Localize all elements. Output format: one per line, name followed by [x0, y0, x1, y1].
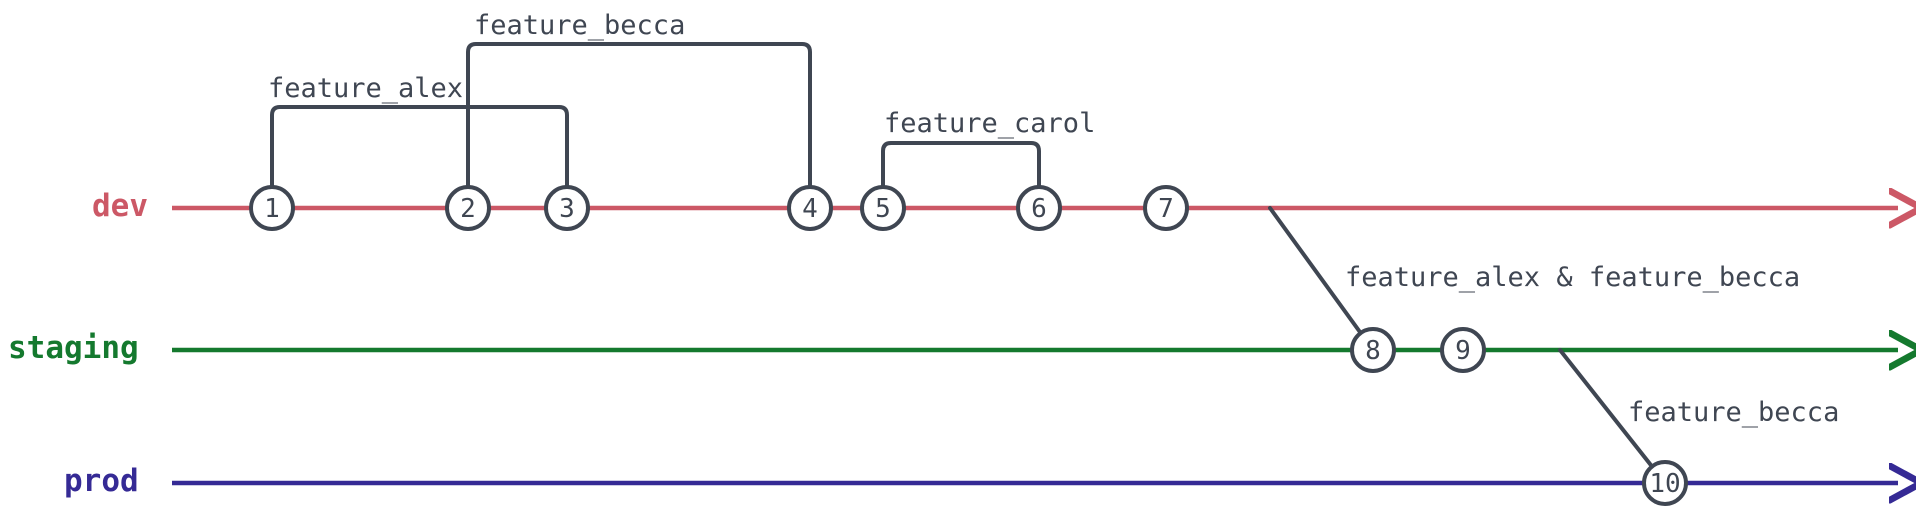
merge-edge-1: [1558, 348, 1667, 485]
commit-circle-1[interactable]: [249, 185, 295, 231]
merge-label-0: feature_alex & feature_becca: [1345, 262, 1801, 293]
commit-node-10[interactable]: 10: [1642, 460, 1688, 506]
commit-circle-10[interactable]: [1642, 460, 1688, 506]
commit-circle-3[interactable]: [544, 185, 590, 231]
commit-label-10: 10: [1649, 469, 1680, 499]
commit-circle-6[interactable]: [1016, 185, 1062, 231]
commit-circle-2[interactable]: [445, 185, 491, 231]
commit-node-8[interactable]: 8: [1350, 327, 1396, 373]
commit-circle-4[interactable]: [787, 185, 833, 231]
branch-label-dev: dev: [92, 188, 148, 224]
commit-node-5[interactable]: 5: [860, 185, 906, 231]
commit-label-8: 8: [1365, 336, 1381, 366]
branch-lines-group: [172, 208, 1898, 483]
feature-bracket-feature_becca: [466, 42, 812, 188]
commit-circle-8[interactable]: [1350, 327, 1396, 373]
feature-bracket-group: [270, 42, 1041, 188]
commit-node-2[interactable]: 2: [445, 185, 491, 231]
commit-label-7: 7: [1158, 194, 1174, 224]
branch-label-staging: staging: [8, 330, 139, 366]
commit-label-2: 2: [460, 194, 476, 224]
commit-node-3[interactable]: 3: [544, 185, 590, 231]
commit-circle-5[interactable]: [860, 185, 906, 231]
commit-node-6[interactable]: 6: [1016, 185, 1062, 231]
commit-node-4[interactable]: 4: [787, 185, 833, 231]
commit-label-9: 9: [1455, 336, 1471, 366]
commit-node-9[interactable]: 9: [1440, 327, 1486, 373]
branch-label-prod: prod: [64, 463, 139, 499]
commit-label-4: 4: [802, 194, 818, 224]
commit-circle-7[interactable]: [1143, 185, 1189, 231]
commit-node-7[interactable]: 7: [1143, 185, 1189, 231]
commit-node-group: 1 2 3 4 5 6 7 8 9 10: [249, 185, 1688, 506]
feature-label-feature_carol: feature_carol: [884, 108, 1096, 139]
commit-node-1[interactable]: 1: [249, 185, 295, 231]
commit-label-1: 1: [264, 194, 280, 224]
merge-label-1: feature_becca: [1628, 397, 1840, 428]
merge-edge-group: [1268, 206, 1667, 485]
commit-circle-9[interactable]: [1440, 327, 1486, 373]
feature-label-feature_becca: feature_becca: [474, 10, 686, 41]
merge-edge-0: [1268, 206, 1375, 352]
commit-label-6: 6: [1031, 194, 1047, 224]
feature-label-feature_alex: feature_alex: [268, 73, 464, 104]
commit-label-3: 3: [559, 194, 575, 224]
feature-bracket-feature_alex: [270, 105, 569, 188]
feature-bracket-feature_carol: [881, 141, 1041, 188]
commit-label-5: 5: [875, 194, 891, 224]
